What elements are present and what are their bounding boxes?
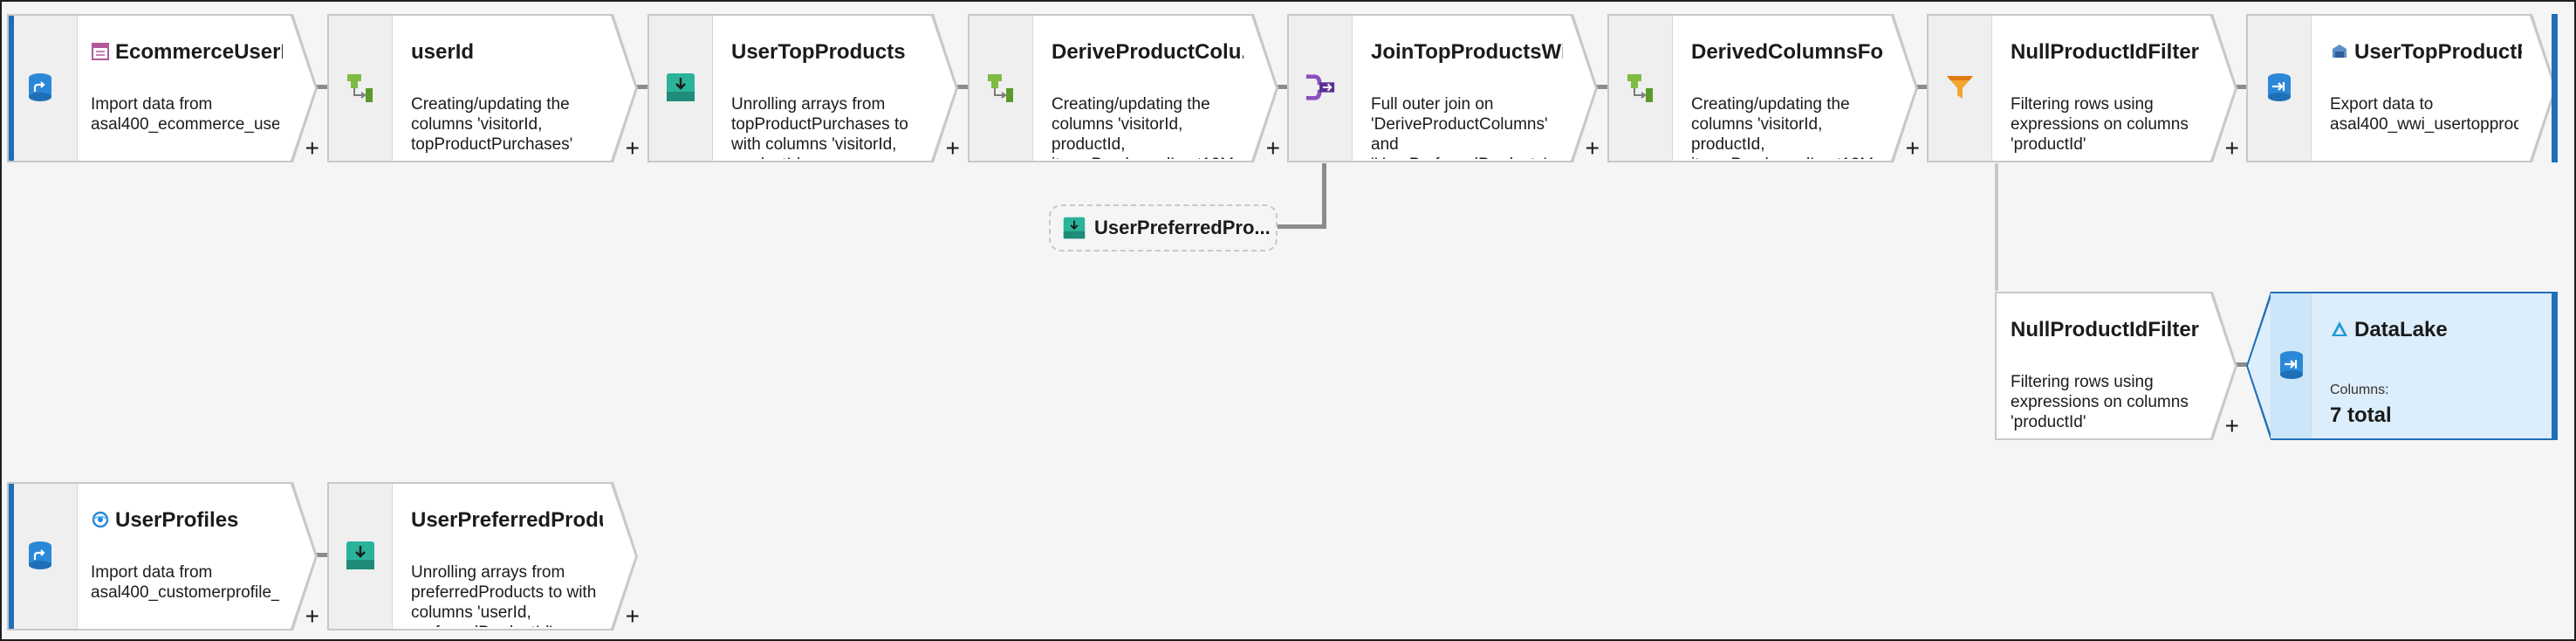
node-description: Creating/updating the columns 'visitorId… [1691, 95, 1880, 159]
node-title: DataLake [2330, 318, 2522, 342]
node-title: DeriveProductColu... [1052, 40, 1243, 64]
filter-node-null-productid-2[interactable]: NullProductIdFilter Filtering rows using… [1995, 292, 2239, 440]
cosmosdb-icon [91, 510, 110, 529]
node-title-text: EcommerceUserP... [115, 40, 283, 64]
flatten-node-user-preferred-products[interactable]: UserPreferredProdu... Unrolling arrays f… [327, 482, 640, 631]
derived-column-icon [985, 70, 1017, 105]
add-transform-button[interactable]: + [625, 603, 640, 630]
node-title: NullProductIdFilter [2011, 318, 2199, 341]
derive-node-product-columns[interactable]: DeriveProductColu... Creating/updating t… [968, 14, 1280, 162]
node-title: UserTopProducts [731, 40, 906, 64]
flatten-icon [665, 70, 696, 105]
source-icon [24, 538, 56, 573]
add-transform-button[interactable]: + [945, 134, 960, 162]
flatten-node-user-top-products[interactable]: UserTopProducts Unrolling arrays from to… [647, 14, 960, 162]
node-title: DerivedColumnsFor... [1691, 40, 1883, 64]
join-icon [1305, 70, 1336, 105]
flatten-icon [345, 538, 376, 573]
node-description: Unrolling arrays from topProductPurchase… [731, 95, 908, 159]
sink-end-marker [2552, 14, 2558, 162]
reference-connector [1274, 224, 1326, 229]
node-title-text: DataLake [2354, 318, 2448, 341]
reference-node-title: UserPreferredPro... [1094, 217, 1271, 238]
node-description: Filtering rows using expressions on colu… [2011, 373, 2189, 431]
derived-column-icon [1625, 70, 1656, 105]
node-title-text: UserTopProductP... [2354, 40, 2522, 64]
node-title: userId [411, 40, 475, 64]
reference-connector [1322, 163, 1326, 229]
add-transform-button[interactable]: + [305, 603, 319, 630]
sink-node-datalake[interactable]: DataLake Columns: 7 total [2246, 292, 2557, 440]
branch-connector [1995, 163, 1998, 291]
columns-label: Columns: [2330, 383, 2389, 397]
filter-icon [1944, 70, 1976, 105]
datalake-icon [2330, 320, 2349, 339]
node-description: Full outer join on 'DeriveProductColumns… [1371, 95, 1548, 159]
source-icon [24, 70, 56, 105]
add-transform-button[interactable]: + [1905, 134, 1920, 162]
sink-node-user-top-product-purchases[interactable]: UserTopProductP... Export data to asal40… [2246, 14, 2557, 162]
sink-icon [2264, 70, 2295, 105]
node-description: Filtering rows using expressions on colu… [2011, 95, 2189, 154]
node-title: EcommerceUserP... [91, 40, 283, 65]
node-title-text: UserProfiles [115, 508, 239, 532]
add-transform-button[interactable]: + [2224, 412, 2239, 439]
node-description: Import data from asal400_ecommerce_userp… [91, 95, 279, 134]
sink-icon [2276, 348, 2307, 383]
source-node-ecommerce-user-profiles[interactable]: EcommerceUserP... Import data from asal4… [7, 14, 319, 162]
derived-column-icon [345, 70, 376, 105]
add-transform-button[interactable]: + [625, 134, 640, 162]
node-title: JoinTopProductsWi... [1371, 40, 1563, 64]
reference-node-user-preferred-products[interactable]: UserPreferredPro... [1049, 204, 1278, 252]
sink-end-marker [2552, 292, 2558, 440]
add-transform-button[interactable]: + [2224, 134, 2239, 162]
node-description: Export data to asal400_wwi_usertopproduc… [2330, 95, 2518, 134]
derive-node-userid[interactable]: userId Creating/updating the columns 'vi… [327, 14, 640, 162]
node-description: Import data from asal400_customerprofile… [91, 563, 279, 602]
join-node-top-products[interactable]: JoinTopProductsWi... Full outer join on … [1287, 14, 1600, 162]
node-title: UserProfiles [91, 508, 283, 533]
flatten-icon [1063, 217, 1086, 239]
add-transform-button[interactable]: + [305, 134, 319, 162]
node-description: Creating/updating the columns 'visitorId… [411, 95, 573, 154]
columns-value: 7 total [2330, 403, 2392, 427]
sql-table-icon [91, 42, 110, 61]
synapse-icon [2330, 42, 2349, 61]
node-title: UserTopProductP... [2330, 40, 2522, 65]
node-description: Creating/updating the columns 'visitorId… [1052, 95, 1240, 159]
add-transform-button[interactable]: + [1585, 134, 1600, 162]
node-title: UserPreferredProdu... [411, 508, 603, 532]
add-transform-button[interactable]: + [1265, 134, 1280, 162]
source-node-user-profiles[interactable]: UserProfiles Import data from asal400_cu… [7, 482, 319, 631]
derive-node-derived-columns[interactable]: DerivedColumnsFor... Creating/updating t… [1607, 14, 1920, 162]
node-title: NullProductIdFilter [2011, 40, 2199, 64]
node-description: Unrolling arrays from preferredProducts … [411, 563, 597, 627]
filter-node-null-productid[interactable]: NullProductIdFilter Filtering rows using… [1927, 14, 2239, 162]
